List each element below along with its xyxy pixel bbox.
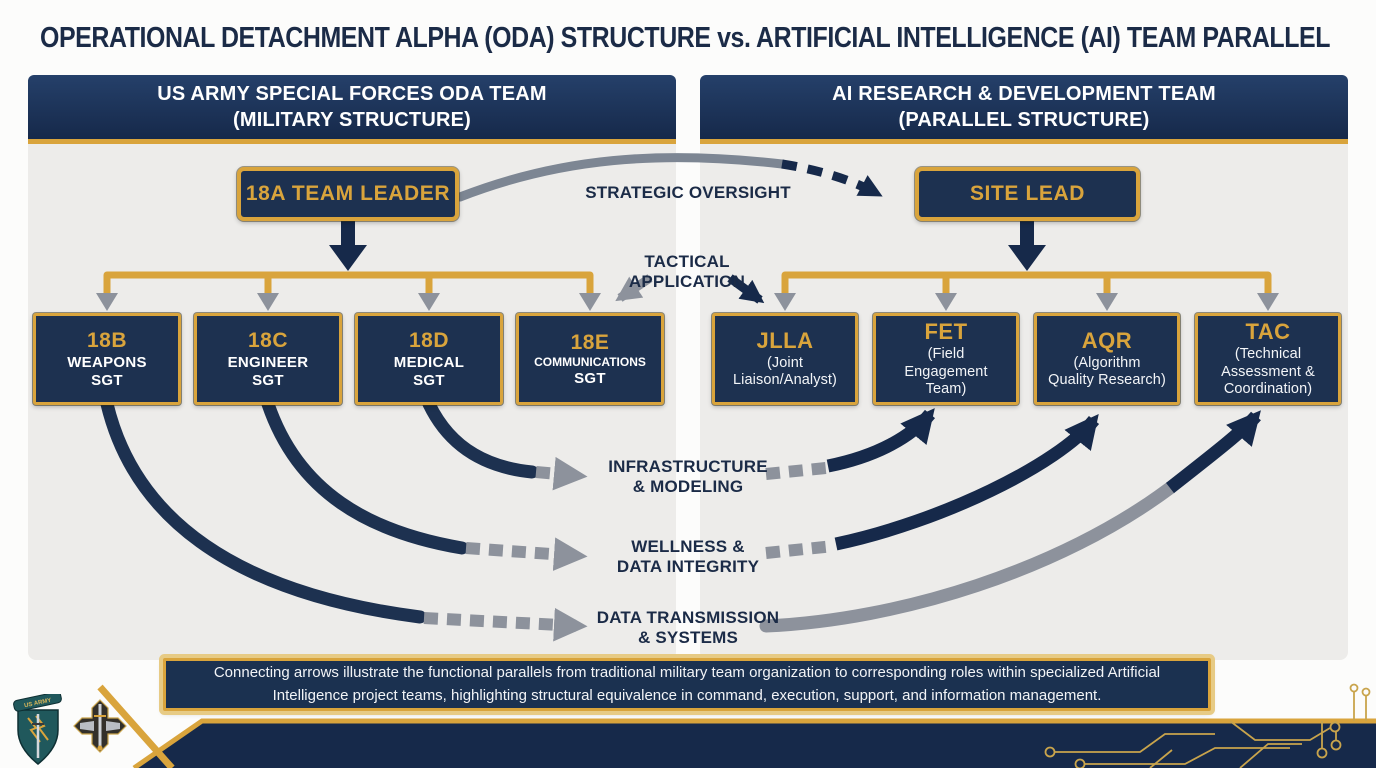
role-line: MEDICAL [393, 353, 465, 371]
military-header-line1: US ARMY SPECIAL FORCES ODA TEAM [157, 83, 547, 105]
fn2-line2: & SYSTEMS [637, 628, 739, 648]
caption-box: Connecting arrows illustrate the functio… [163, 658, 1211, 711]
ai-header-line1: AI RESEARCH & DEVELOPMENT TEAM [832, 83, 1216, 105]
special-forces-patch-icon: US ARMY [13, 694, 62, 765]
military-panel-header: US ARMY SPECIAL FORCES ODA TEAM (MILITAR… [28, 75, 676, 144]
function-label-wellness: WELLNESS & DATA INTEGRITY [557, 537, 819, 577]
fn1-line1: WELLNESS & [631, 537, 745, 556]
role-code: 18D [408, 328, 450, 352]
function-label-data-transmission: DATA TRANSMISSION & SYSTEMS [557, 608, 819, 648]
role-line: SGT [91, 371, 123, 389]
role-line: Assessment & [1221, 363, 1315, 380]
fn1-line2: DATA INTEGRITY [616, 557, 760, 577]
role-code: JLLA [756, 327, 814, 353]
role-box-aqr: AQR (Algorithm Quality Research) [1034, 313, 1180, 405]
role-code: 18C [247, 328, 289, 352]
role-box-jlla: JLLA (Joint Liaison/Analyst) [712, 313, 858, 405]
role-box-18e: 18E COMMUNICATIONS SGT [516, 313, 664, 405]
tactical-line2: APPLICATION [628, 272, 746, 292]
caption-text: Connecting arrows illustrate the functio… [213, 664, 1161, 704]
role-line: Team) [925, 381, 967, 398]
fn2-line1: DATA TRANSMISSION [596, 608, 780, 627]
role-line: Quality Research) [1048, 372, 1166, 389]
tactical-line1: TACTICAL [644, 252, 730, 271]
page-title: OPERATIONAL DETACHMENT ALPHA (ODA) STRUC… [40, 22, 1331, 54]
fn0-line1: INFRASTRUCTURE [608, 457, 768, 476]
role-line: (Technical [1234, 345, 1302, 362]
insignia-group: US ARMY [13, 694, 127, 765]
fn0-line2: & MODELING [632, 477, 744, 497]
banner-gold-edge [132, 718, 1376, 768]
role-box-18d: 18D MEDICAL SGT [355, 313, 503, 405]
role-line: SGT [413, 371, 445, 389]
role-line: ENGINEER [227, 353, 309, 371]
role-line: Liaison/Analyst) [733, 372, 837, 389]
role-line: (Joint [766, 354, 804, 371]
strategic-oversight-label: STRATEGIC OVERSIGHT [585, 183, 791, 202]
role-box-tac: TAC (Technical Assessment & Coordination… [1195, 313, 1341, 405]
team-leader-box: 18A TEAM LEADER [237, 167, 459, 221]
site-lead-label: SITE LEAD [969, 182, 1086, 205]
role-code: TAC [1245, 319, 1291, 345]
role-line: WEAPONS [67, 353, 147, 371]
patch-tab-text: US ARMY [24, 698, 52, 710]
role-line: (Field [927, 345, 965, 362]
ai-header-line2: (PARALLEL STRUCTURE) [898, 109, 1150, 131]
role-box-18c: 18C ENGINEER SGT [194, 313, 342, 405]
team-leader-label: 18A TEAM LEADER [245, 182, 451, 205]
tactical-application-label: TACTICAL APPLICATION [587, 252, 787, 292]
role-line: COMMUNICATIONS [534, 355, 646, 370]
role-code: 18E [570, 330, 610, 354]
role-code: 18B [86, 328, 128, 352]
role-line: SGT [574, 369, 606, 387]
banner-shape [134, 721, 1376, 768]
military-header-line2: (MILITARY STRUCTURE) [232, 109, 472, 131]
role-box-fet: FET (Field Engagement Team) [873, 313, 1019, 405]
function-label-infrastructure: INFRASTRUCTURE & MODELING [557, 457, 819, 497]
role-line: Coordination) [1223, 381, 1313, 398]
site-lead-box: SITE LEAD [915, 167, 1140, 221]
ai-panel-header: AI RESEARCH & DEVELOPMENT TEAM (PARALLEL… [700, 75, 1348, 144]
special-forces-crest-icon [73, 699, 127, 753]
role-line: SGT [252, 371, 284, 389]
role-line: (Algorithm [1073, 354, 1141, 371]
role-code: AQR [1081, 327, 1133, 353]
role-box-18b: 18B WEAPONS SGT [33, 313, 181, 405]
role-line: Engagement [904, 363, 988, 380]
role-code: FET [924, 319, 968, 345]
